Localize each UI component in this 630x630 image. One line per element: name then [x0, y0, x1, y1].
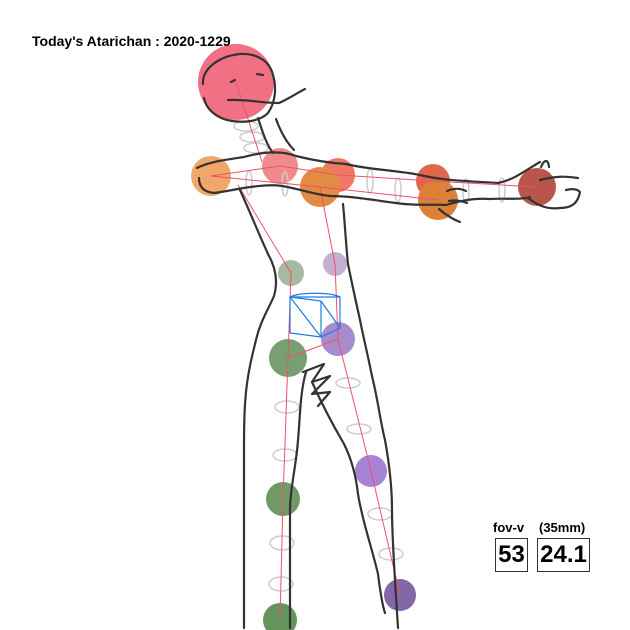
eye-left [229, 78, 237, 84]
leg-right-inner [310, 380, 387, 615]
torso-right-contour [341, 202, 400, 630]
ring [245, 170, 253, 196]
bone-spine-right [319, 186, 401, 596]
bone-arm-left [210, 165, 339, 177]
ring [394, 177, 402, 203]
neck-outline [256, 116, 296, 155]
fov-label: fov-v [493, 520, 525, 535]
ring [498, 177, 506, 203]
leg-left-inner [288, 370, 308, 630]
eye-right [255, 72, 265, 77]
page-title: Today's Atarichan : 2020-1229 [32, 33, 231, 49]
ring [366, 168, 374, 194]
lens-label: (35mm) [539, 520, 586, 535]
ring [378, 547, 404, 561]
hand-left-fingers [437, 187, 469, 224]
ring [274, 400, 300, 414]
torso-left-contour [238, 188, 278, 630]
fov-value[interactable]: 53 [495, 538, 528, 572]
ring [346, 423, 372, 435]
pelvis-gizmo-cube[interactable] [289, 292, 341, 338]
mouth-line [226, 87, 307, 105]
bone-arm-right [337, 174, 538, 188]
bones [210, 81, 538, 621]
lens-value[interactable]: 24.1 [537, 538, 590, 572]
arm-lower-contour [197, 176, 582, 210]
bone-pelvis [287, 338, 339, 359]
ring [239, 131, 265, 143]
crotch-scribble [301, 362, 332, 408]
arm-upper-contour [195, 151, 580, 185]
body-outline-sketch [195, 52, 582, 630]
head-outline [201, 52, 277, 123]
